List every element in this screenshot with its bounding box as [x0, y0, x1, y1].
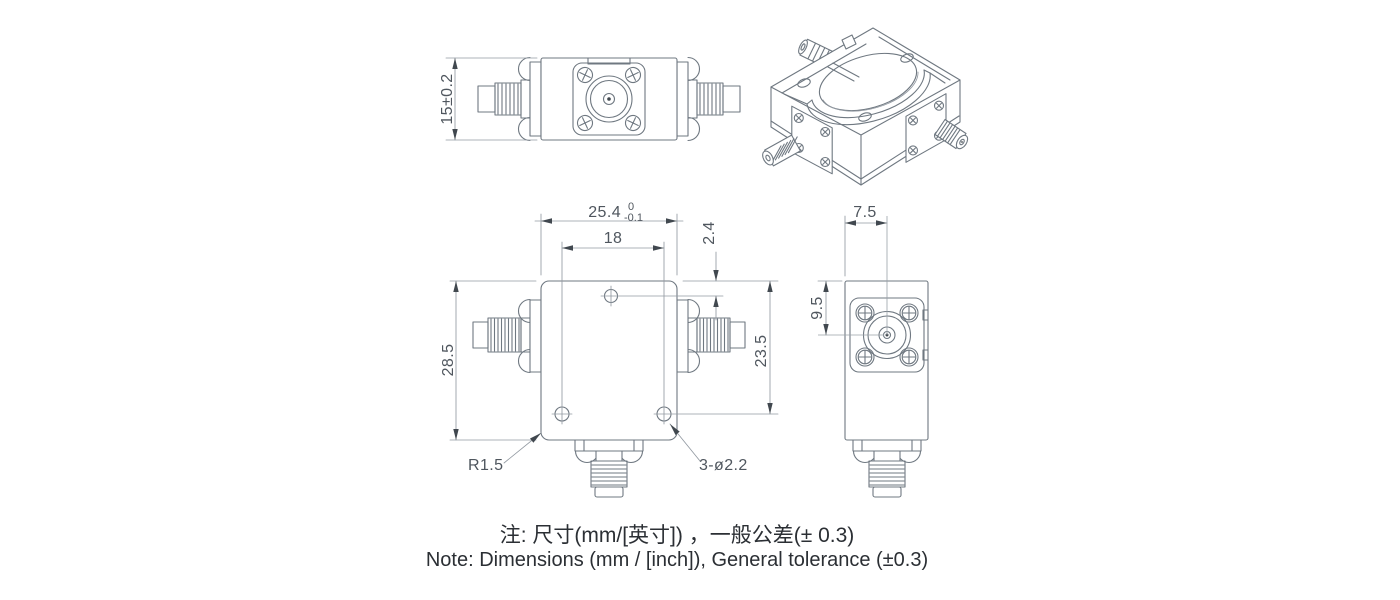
front-view-sma-bottom: [574, 439, 644, 498]
note-line-zh: 注: 尺寸(mm/[英寸]) ，一般公差(± 0.3): [500, 524, 855, 547]
dim-overall-height-label: 28.5: [440, 344, 457, 377]
notes: 注: 尺寸(mm/[英寸]) ，一般公差(± 0.3) Note: Dimens…: [426, 524, 928, 571]
dim-hole-spacing: 18: [561, 230, 665, 251]
top-view-sma-left: [477, 56, 542, 142]
front-view: 25.4 0 -0.1 18 2.4 28.5: [440, 201, 779, 498]
iso-sma-right: [905, 93, 969, 163]
dim-side-center-offset-label: 7.5: [853, 204, 876, 221]
dim-bottom-hole-height: 23.5: [753, 280, 773, 415]
dim-hole-spacing-label: 18: [604, 230, 623, 247]
front-view-sma-right: [676, 298, 746, 374]
dim-width-tol-upper: 0: [628, 201, 634, 213]
side-view: 7.5 9.5: [809, 204, 929, 498]
dim-top-height-label: 15±0.2: [439, 73, 456, 124]
note-line-en: Note: Dimensions (mm / [inch]), General …: [426, 549, 928, 571]
side-view-sma-bottom: [852, 439, 922, 498]
callout-mount-holes: 3-ø2.2: [669, 423, 748, 474]
dim-top-hole-offset: 2.4: [682, 221, 779, 321]
top-view: 15±0.2: [439, 56, 741, 142]
iso-sma-left: [762, 105, 833, 175]
dim-width: 25.4 0 -0.1: [534, 201, 684, 276]
callout-mount-holes-label: 3-ø2.2: [699, 457, 748, 474]
dim-bottom-hole-height-label: 23.5: [753, 335, 770, 368]
dim-side-center-offset: 7.5: [844, 204, 888, 277]
callout-corner-radius-label: R1.5: [468, 457, 503, 474]
top-view-body: [540, 57, 678, 141]
dim-side-vertical-offset: 9.5: [809, 280, 843, 336]
callout-corner-radius: R1.5: [468, 432, 542, 474]
dim-top-height: 15±0.2: [439, 57, 538, 141]
dim-side-vertical-offset-label: 9.5: [809, 296, 826, 319]
dim-width-tol-lower: -0.1: [624, 212, 643, 224]
isometric-view: [762, 27, 969, 186]
dim-top-hole-offset-label: 2.4: [701, 221, 718, 244]
top-view-sma-right: [676, 56, 741, 142]
dim-width-label: 25.4: [588, 204, 621, 221]
front-view-sma-left: [472, 298, 542, 374]
front-view-body: [540, 241, 779, 441]
side-view-body: [818, 216, 929, 441]
dim-overall-height: 28.5: [440, 280, 537, 441]
